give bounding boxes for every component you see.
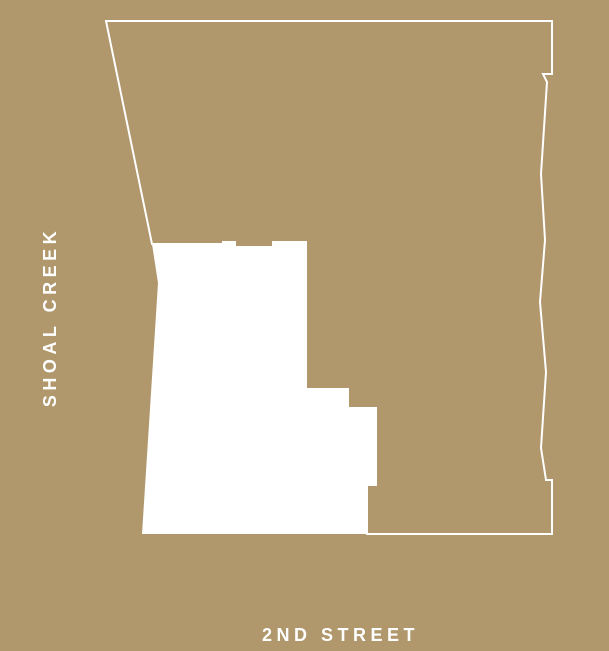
street-label-2nd-street: 2ND STREET — [261, 625, 420, 645]
street-label-shoal-creek: SHOAL CREEK — [40, 226, 60, 408]
building-footprint[interactable] — [142, 242, 376, 534]
